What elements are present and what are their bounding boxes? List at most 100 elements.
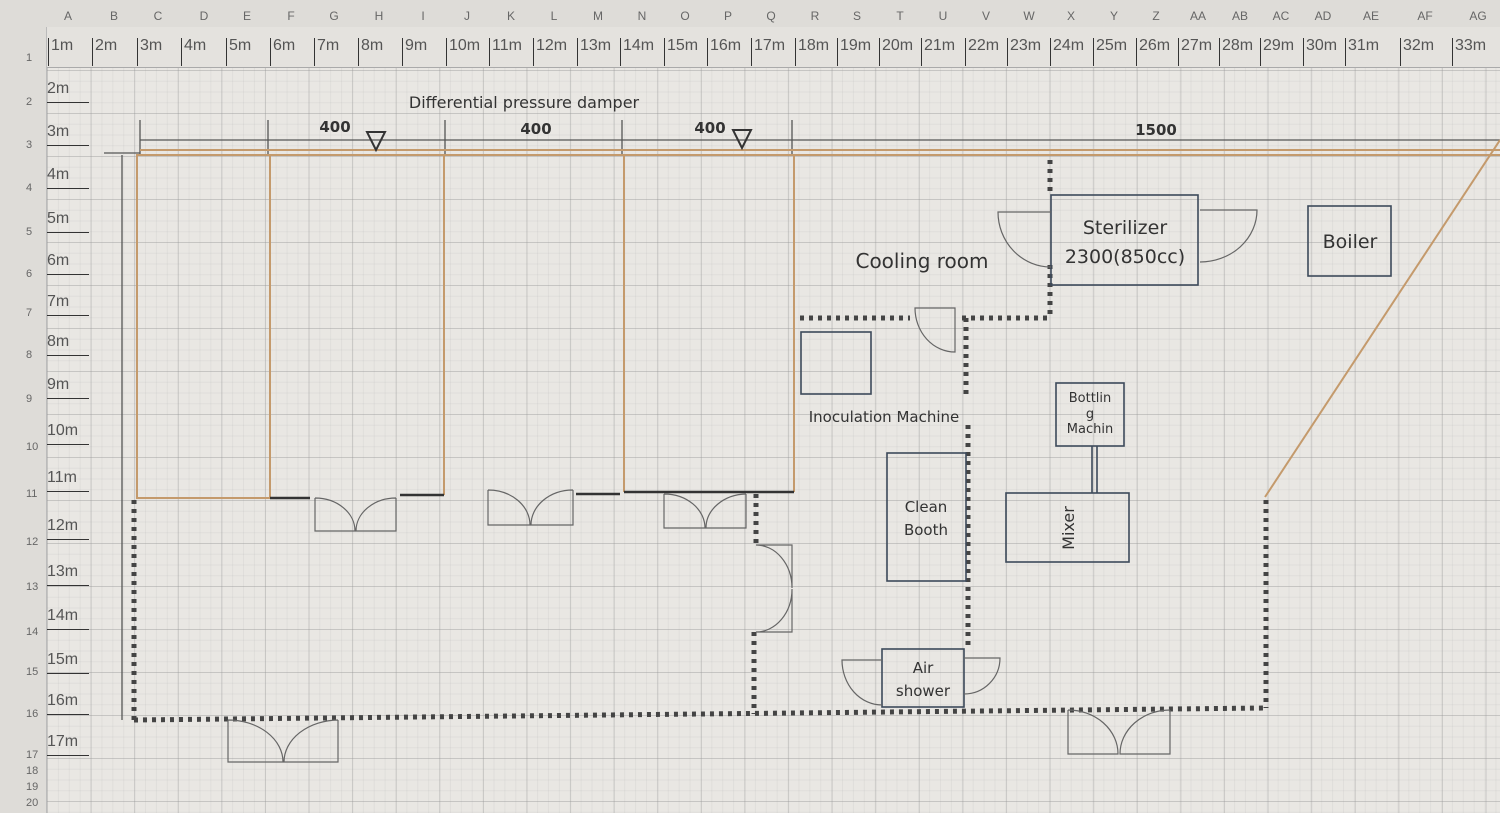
row-header[interactable]: 3: [26, 139, 33, 151]
column-header[interactable]: E: [242, 9, 252, 23]
meter-label: 3m: [47, 123, 89, 146]
row-header[interactable]: 6: [26, 268, 33, 280]
column-header[interactable]: AE: [1362, 9, 1380, 23]
column-header[interactable]: M: [593, 9, 603, 23]
column-header[interactable]: D: [199, 9, 209, 23]
bottling-label: Machin: [1067, 422, 1113, 437]
column-header[interactable]: C: [153, 9, 163, 23]
meter-label: 14m: [620, 38, 654, 66]
meter-label: 4m: [47, 166, 89, 189]
meter-label: 30m: [1303, 38, 1337, 66]
meter-label: 9m: [402, 38, 427, 66]
bottling-label: Bottlin: [1069, 391, 1112, 406]
row-header[interactable]: 10: [26, 441, 39, 453]
row-header[interactable]: 18: [26, 765, 39, 777]
column-header[interactable]: G: [329, 9, 339, 23]
column-header[interactable]: AG: [1469, 9, 1487, 23]
column-header[interactable]: W: [1023, 9, 1035, 23]
column-header[interactable]: L: [550, 9, 558, 23]
dimension-label: 1500: [1135, 121, 1177, 139]
row-header[interactable]: 4: [26, 182, 33, 194]
meter-label: 18m: [795, 38, 829, 66]
column-header[interactable]: AA: [1189, 9, 1207, 23]
clean-booth-label: Clean: [905, 498, 948, 516]
air-shower-box: [881, 648, 965, 708]
column-header[interactable]: AB: [1231, 9, 1249, 23]
meter-label: 26m: [1136, 38, 1170, 66]
column-header[interactable]: A: [63, 9, 73, 23]
meter-label: 1m: [48, 38, 73, 66]
row-header[interactable]: 20: [26, 797, 39, 809]
row-header[interactable]: 1: [26, 52, 33, 64]
row-header[interactable]: 11: [26, 488, 38, 500]
column-header[interactable]: R: [810, 9, 820, 23]
meter-label: 20m: [879, 38, 913, 66]
column-header[interactable]: T: [896, 9, 904, 23]
column-header[interactable]: B: [109, 9, 119, 23]
column-header[interactable]: AF: [1417, 9, 1433, 23]
meter-label: 13m: [577, 38, 611, 66]
column-header[interactable]: AC: [1272, 9, 1290, 23]
doors: [227, 209, 1258, 763]
meter-label: 11m: [489, 38, 522, 66]
row-header[interactable]: 5: [26, 226, 33, 238]
meter-label: 29m: [1260, 38, 1294, 66]
row-header[interactable]: 17: [26, 749, 39, 761]
sterilizer-box: [1050, 194, 1199, 286]
room-walls: [136, 139, 1500, 499]
column-header[interactable]: I: [421, 9, 425, 23]
partition-walls: [131, 160, 1269, 723]
column-header[interactable]: P: [723, 9, 733, 23]
row-header[interactable]: 12: [26, 536, 39, 548]
meter-label: 7m: [314, 38, 339, 66]
mixer-label: Mixer: [1059, 506, 1078, 550]
column-header[interactable]: V: [981, 9, 991, 23]
row-header[interactable]: 9: [26, 393, 33, 405]
column-header[interactable]: K: [506, 9, 516, 23]
meter-label: 5m: [47, 210, 89, 233]
cooling-room-label: Cooling room: [855, 249, 988, 273]
column-header[interactable]: U: [938, 9, 948, 23]
column-header[interactable]: S: [852, 9, 862, 23]
column-header[interactable]: Y: [1109, 9, 1119, 23]
meter-label: 7m: [47, 293, 89, 316]
meter-label: 2m: [47, 80, 89, 103]
row-header[interactable]: 2: [26, 96, 33, 108]
column-header[interactable]: F: [287, 9, 295, 23]
column-header[interactable]: Q: [766, 9, 776, 23]
meter-label: 13m: [47, 563, 89, 586]
meter-label: 17m: [751, 38, 785, 66]
row-header[interactable]: 8: [26, 349, 33, 361]
row-header[interactable]: 16: [26, 708, 39, 720]
meter-label: 24m: [1050, 38, 1084, 66]
column-header[interactable]: J: [464, 9, 470, 23]
inoculation-label: Inoculation Machine: [809, 408, 960, 426]
meter-label: 6m: [270, 38, 295, 66]
meter-label: 8m: [47, 333, 89, 356]
row-header[interactable]: 7: [26, 307, 33, 319]
column-header[interactable]: O: [680, 9, 690, 23]
row-header[interactable]: 14: [26, 626, 39, 638]
column-header[interactable]: N: [637, 9, 647, 23]
row-header[interactable]: 13: [26, 581, 39, 593]
row-header[interactable]: 15: [26, 666, 39, 678]
meter-label: 8m: [358, 38, 383, 66]
sterilizer-capacity: 2300(850cc): [1065, 246, 1185, 268]
meter-label: 25m: [1093, 38, 1127, 66]
meter-label: 32m: [1400, 38, 1434, 66]
row-header[interactable]: 19: [26, 781, 39, 793]
column-header[interactable]: X: [1066, 9, 1076, 23]
meter-label: 10m: [47, 422, 89, 445]
column-header[interactable]: H: [374, 9, 384, 23]
clean-booth-box: [886, 452, 967, 582]
sterilizer-label: Sterilizer: [1083, 217, 1168, 239]
dimension-lines: [104, 120, 1500, 720]
meter-label: 10m: [446, 38, 480, 66]
column-header[interactable]: Z: [1152, 9, 1160, 23]
damper-title: Differential pressure damper: [409, 93, 640, 112]
column-header[interactable]: AD: [1314, 9, 1332, 23]
meter-label: 14m: [47, 607, 89, 630]
